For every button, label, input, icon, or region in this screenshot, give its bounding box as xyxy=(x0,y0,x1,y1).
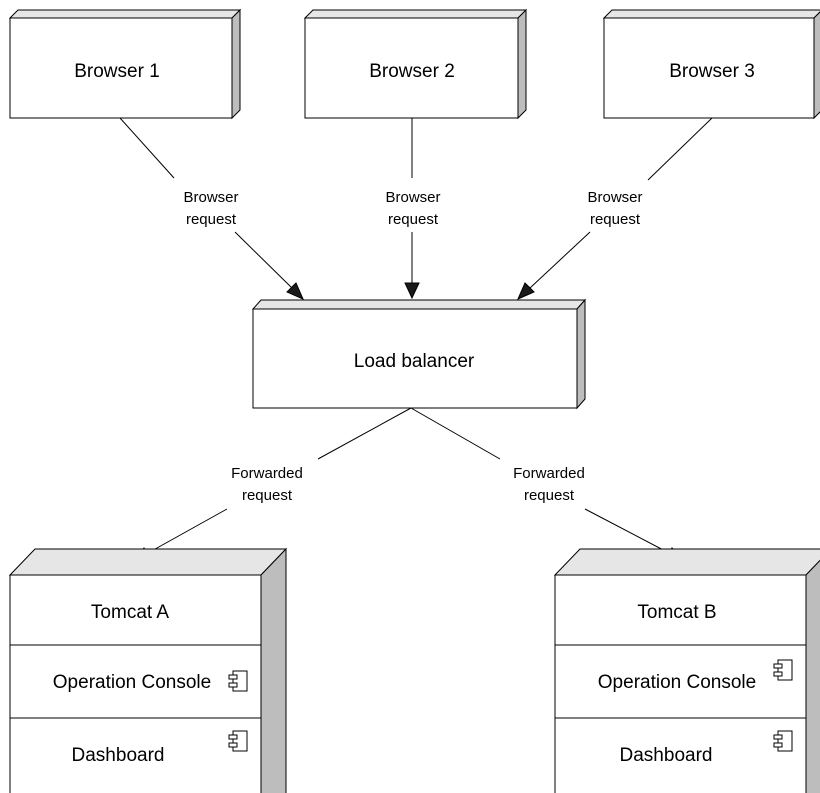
node-top-face xyxy=(553,548,820,576)
component-icon xyxy=(773,659,793,681)
arrowhead xyxy=(286,282,304,300)
component-label: Dashboard xyxy=(72,745,165,766)
node-front-face xyxy=(554,574,807,793)
load-balancer-label: Load balancer xyxy=(354,351,475,372)
browser-3-request-label-line-1: Browser xyxy=(587,189,642,206)
component-icon xyxy=(773,730,793,752)
forward-to-tomcat-a-connector xyxy=(130,407,412,562)
node-side-face xyxy=(231,8,241,120)
forwarded-request-b-label-line-2: request xyxy=(524,487,575,504)
forwarded-request-a-label-line-1: Forwarded xyxy=(231,465,303,482)
node-front-face xyxy=(9,17,233,119)
browser-2-request-label-line-2: request xyxy=(388,211,439,228)
node-top-face xyxy=(303,9,528,19)
browser-1-label: Browser 1 xyxy=(74,61,160,82)
tomcat-b-node[interactable]: Tomcat B Operation Console Dashboard xyxy=(553,548,820,793)
node-top-face xyxy=(8,9,242,19)
load-balancer-node[interactable]: Load balancer xyxy=(251,298,587,410)
tomcat-a-label: Tomcat A xyxy=(91,602,169,623)
browser-3-node[interactable]: Browser 3 xyxy=(602,9,820,120)
node-top-face xyxy=(8,548,288,576)
browser-3-connector xyxy=(517,117,713,300)
tomcat-a-node[interactable]: Tomcat A Operation Console Dashboard xyxy=(8,547,288,793)
browser-2-request-label-line-1: Browser xyxy=(385,189,440,206)
tomcat-b-label: Tomcat B xyxy=(637,602,716,623)
node-side-face xyxy=(813,11,820,120)
node-front-face xyxy=(252,308,578,409)
tomcat-b-operation-console-component[interactable]: Operation Console xyxy=(598,659,793,693)
browser-2-label: Browser 2 xyxy=(369,61,455,82)
tomcat-a-operation-console-component[interactable]: Operation Console xyxy=(53,670,248,693)
node-front-face xyxy=(603,17,815,119)
node-side-face xyxy=(260,547,287,793)
browser-3-request-label-line-2: request xyxy=(590,211,641,228)
arrowhead xyxy=(404,282,420,300)
browser-3-label: Browser 3 xyxy=(669,61,755,82)
browser-1-node[interactable]: Browser 1 xyxy=(8,8,242,120)
browser-1-request-label-line-2: request xyxy=(186,211,237,228)
arrowhead xyxy=(517,282,535,300)
browser-2-node[interactable]: Browser 2 xyxy=(303,8,528,120)
node-front-face xyxy=(304,17,519,119)
node-side-face xyxy=(517,8,527,120)
component-label: Operation Console xyxy=(53,672,211,693)
component-label: Operation Console xyxy=(598,672,756,693)
node-top-face xyxy=(602,9,820,19)
forward-to-tomcat-b-connector xyxy=(410,407,688,563)
forwarded-request-a-label-line-2: request xyxy=(242,487,293,504)
browser-2-connector xyxy=(404,118,420,300)
forwarded-request-b-label-line-1: Forwarded xyxy=(513,465,585,482)
component-icon xyxy=(228,670,248,692)
node-side-face xyxy=(576,298,586,410)
component-label: Dashboard xyxy=(620,745,713,766)
browser-1-connector xyxy=(119,117,304,300)
node-front-face xyxy=(9,574,262,793)
node-side-face xyxy=(805,559,820,793)
component-icon xyxy=(228,730,248,752)
tomcat-a-dashboard-component[interactable]: Dashboard xyxy=(72,730,248,766)
tomcat-b-dashboard-component[interactable]: Dashboard xyxy=(620,730,793,766)
browser-1-request-label-line-1: Browser xyxy=(183,189,238,206)
node-top-face xyxy=(251,299,587,310)
